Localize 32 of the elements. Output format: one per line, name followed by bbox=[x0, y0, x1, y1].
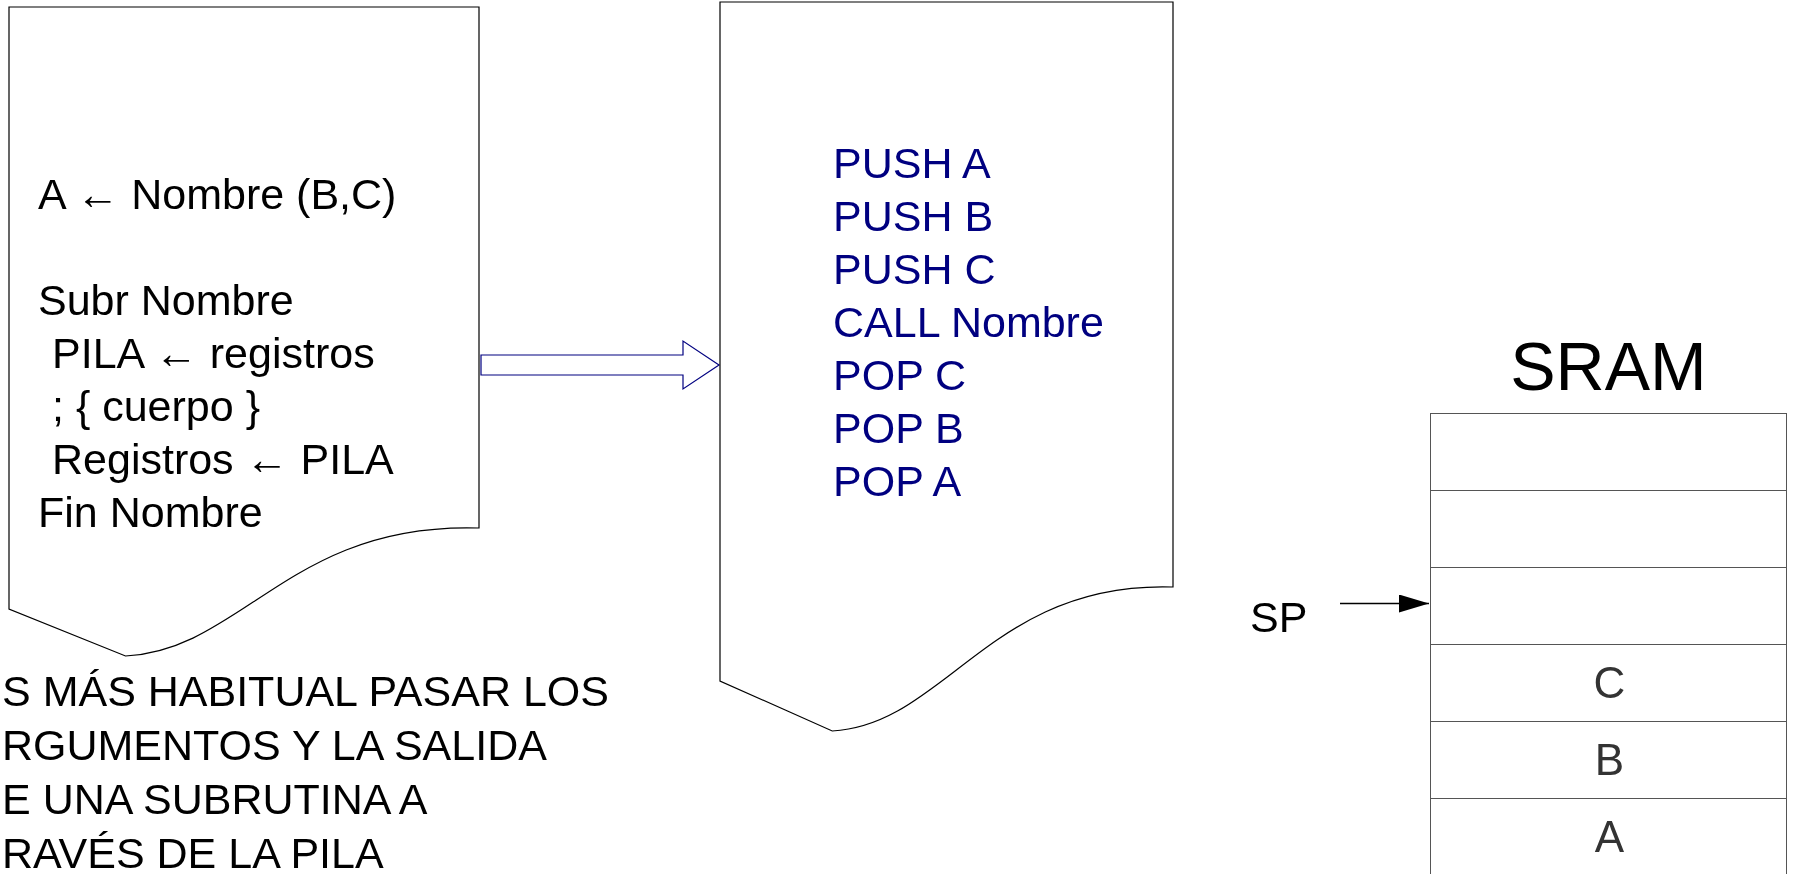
memory-cell bbox=[1430, 644, 1787, 722]
code-line: POP B bbox=[833, 407, 964, 450]
code-line: A ← Nombre (B,C) bbox=[38, 173, 397, 216]
memory-cell bbox=[1430, 798, 1787, 874]
memory-cell bbox=[1430, 413, 1787, 491]
code-line: Registros ← PILA bbox=[52, 438, 394, 481]
code-line: POP C bbox=[833, 354, 967, 397]
cell-value: A bbox=[1593, 815, 1626, 859]
memory-cell bbox=[1430, 490, 1787, 568]
note-text: RGUMENTOS Y LA SALIDA bbox=[2, 724, 547, 767]
memory-cell bbox=[1430, 721, 1787, 799]
memory-cell bbox=[1430, 567, 1787, 645]
code-line: PUSH B bbox=[833, 195, 994, 238]
code-line: PUSH C bbox=[833, 248, 996, 291]
note-text: E UNA SUBRUTINA A bbox=[2, 778, 428, 821]
code-line: Fin Nombre bbox=[38, 491, 263, 534]
stack-pointer-label: SP bbox=[1250, 596, 1320, 642]
memory-title: SRAM bbox=[1509, 332, 1708, 400]
cell-value: C bbox=[1592, 661, 1627, 705]
note-text: RAVÉS DE LA PILA bbox=[2, 832, 384, 874]
code-line: Subr Nombre bbox=[38, 279, 294, 322]
code-line: POP A bbox=[833, 460, 962, 503]
code-line: PUSH A bbox=[833, 142, 991, 185]
block-arrow bbox=[480, 339, 721, 391]
code-line: PILA ← registros bbox=[52, 332, 375, 375]
note-text: S MÁS HABITUAL PASAR LOS bbox=[2, 670, 609, 713]
document-shape bbox=[720, 2, 1173, 732]
cell-value: B bbox=[1593, 738, 1626, 782]
code-line: CALL Nombre bbox=[833, 301, 1104, 344]
code-line: ; { cuerpo } bbox=[52, 385, 260, 428]
document-shape bbox=[9, 7, 479, 657]
arrow bbox=[1339, 594, 1430, 613]
